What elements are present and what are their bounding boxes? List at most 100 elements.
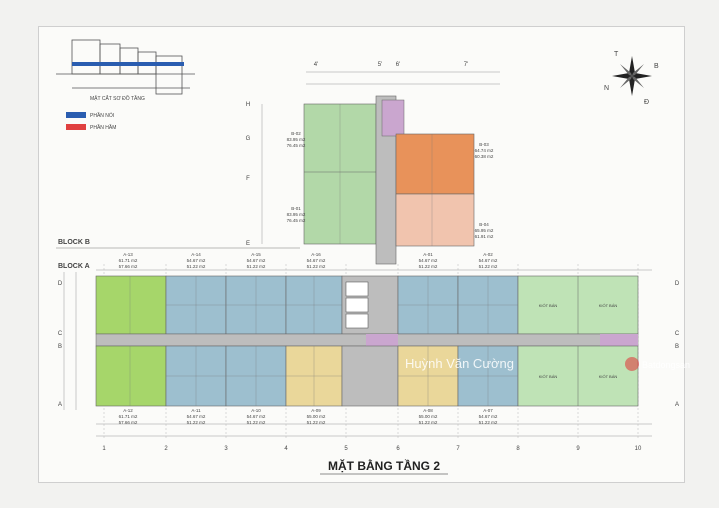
unit-a09-area1: 55.00 m2 (307, 414, 326, 419)
block-b-label: BLOCK B (58, 239, 90, 246)
unit-a01-id: A-01 (423, 252, 433, 257)
unit-a11-id: A-11 (191, 408, 201, 413)
elevator-3 (345, 313, 369, 329)
drawing-sheet (38, 26, 685, 483)
legend-label-2: PHẦN HẦM (90, 124, 116, 131)
grid-col-8: 8 (516, 446, 520, 452)
commercial-label-2: KIỐT BÁN (599, 303, 618, 308)
unit-b03-id: B-03 (479, 142, 489, 147)
grid-row-a-right: A (675, 402, 679, 408)
unit-a07-id: A-07 (483, 408, 493, 413)
unit-a13-area1: 61.71 m2 (119, 258, 138, 263)
unit-a11-area2: 51.22 m2 (187, 420, 206, 425)
compass-label-d: Đ (644, 99, 649, 106)
grid-col-4: 4 (284, 446, 288, 452)
unit-a07-area2: 51.22 m2 (479, 420, 498, 425)
compass-icon: T B Đ N (604, 51, 659, 106)
section-floor-highlight (72, 62, 184, 66)
grid-row-a: A (58, 402, 62, 408)
grid-col-2: 2 (164, 446, 168, 452)
unit-a11-area1: 54.67 m2 (187, 414, 206, 419)
grid-col-3: 3 (224, 446, 228, 452)
unit-b01-area2: 76.45 m2 (287, 218, 306, 223)
grid-row-c-right: C (675, 331, 680, 337)
stair-a (366, 334, 398, 346)
legend-swatch-blue (66, 112, 86, 118)
grid-col-10: 10 (635, 446, 642, 452)
grid-row-e: E (246, 241, 250, 247)
unit-a08-area1: 55.00 m2 (419, 414, 438, 419)
unit-a01-area2: 51.22 m2 (419, 264, 438, 269)
compass-label-t: T (614, 51, 619, 58)
unit-a14-area1: 54.67 m2 (187, 258, 206, 263)
unit-b04-area2: 61.91 m2 (475, 234, 494, 239)
unit-a02-area2: 51.22 m2 (479, 264, 498, 269)
unit-b04[interactable] (395, 193, 475, 247)
unit-a12-area1: 61.71 m2 (119, 414, 138, 419)
unit-a12[interactable] (95, 345, 167, 407)
block-a (95, 275, 639, 407)
grid-row-h: H (246, 102, 250, 108)
section-diagram (56, 39, 195, 95)
unit-a12-area2: 57.66 m2 (119, 420, 138, 425)
grid-col-5: 5 (344, 446, 348, 452)
unit-a09-id: A-09 (311, 408, 321, 413)
unit-b02-area2: 76.45 m2 (287, 143, 306, 148)
unit-a15-area2: 51.22 m2 (247, 264, 266, 269)
compass-label-n: N (604, 85, 609, 92)
page-title: MẶT BẰNG TẦNG 2 (328, 458, 440, 473)
watermark-logo-icon (625, 357, 639, 371)
watermark-site: Batdongsan (642, 360, 690, 370)
legend-swatch-red (66, 124, 86, 130)
unit-b03-area1: 64.74 m2 (475, 148, 494, 153)
commercial-label-3: KIỐT BÁN (539, 374, 558, 379)
unit-a10-area2: 51.22 m2 (247, 420, 266, 425)
unit-a16-area2: 51.22 m2 (307, 264, 326, 269)
grid-row-b: B (58, 344, 62, 350)
unit-b02-id: B-02 (291, 131, 301, 136)
unit-a02-id: A-02 (483, 252, 493, 257)
elevator-2 (345, 297, 369, 313)
core-stair-bottom (341, 345, 399, 407)
unit-b03[interactable] (395, 133, 475, 195)
grid-col-6: 6 (396, 446, 400, 452)
unit-a10-area1: 54.67 m2 (247, 414, 266, 419)
grid-col-b-5: 5' (378, 62, 382, 68)
unit-a07-area1: 54.67 m2 (479, 414, 498, 419)
unit-a16-id: A-16 (311, 252, 321, 257)
unit-a14-area2: 51.22 m2 (187, 264, 206, 269)
grid-col-b-6: 6' (396, 62, 400, 68)
grid-row-f: F (246, 176, 250, 182)
section-label: MẶT CẮT SƠ ĐỒ TẦNG (90, 94, 145, 102)
grid-row-b-right: B (675, 344, 679, 350)
commercial-label-4: KIỐT BÁN (599, 374, 618, 379)
unit-a08-area2: 51.22 m2 (419, 420, 438, 425)
unit-a12-id: A-12 (123, 408, 133, 413)
unit-a13[interactable] (95, 275, 167, 335)
unit-b02-area1: 83.95 m2 (287, 137, 306, 142)
grid-col-b-7: 7' (464, 62, 468, 68)
unit-b03-area2: 60.38 m2 (475, 154, 494, 159)
unit-b01-id: B-01 (291, 206, 301, 211)
unit-a16-area1: 54.67 m2 (307, 258, 326, 263)
unit-a08-id: A-08 (423, 408, 433, 413)
unit-b04-id: B-04 (479, 222, 489, 227)
grid-col-9: 9 (576, 446, 580, 452)
unit-a09-area2: 51.22 m2 (307, 420, 326, 425)
grid-col-1: 1 (102, 446, 106, 452)
commercial-label-1: KIỐT BÁN (539, 303, 558, 308)
unit-b01-area1: 83.95 m2 (287, 212, 306, 217)
grid-col-b-4: 4' (314, 62, 318, 68)
grid-col-7: 7 (456, 446, 460, 452)
legend-label-1: PHẦN NỔI (90, 112, 114, 119)
unit-a10-id: A-10 (251, 408, 261, 413)
compass-label-b: B (654, 63, 659, 70)
unit-b04-area1: 65.95 m2 (475, 228, 494, 233)
dimension-lines (63, 71, 652, 437)
watermark-name: Huỳnh Văn Cường (405, 356, 514, 371)
unit-a02-area1: 54.67 m2 (479, 258, 498, 263)
elevator-1 (345, 281, 369, 297)
unit-a01-area1: 54.67 m2 (419, 258, 438, 263)
stair-b (381, 99, 405, 137)
